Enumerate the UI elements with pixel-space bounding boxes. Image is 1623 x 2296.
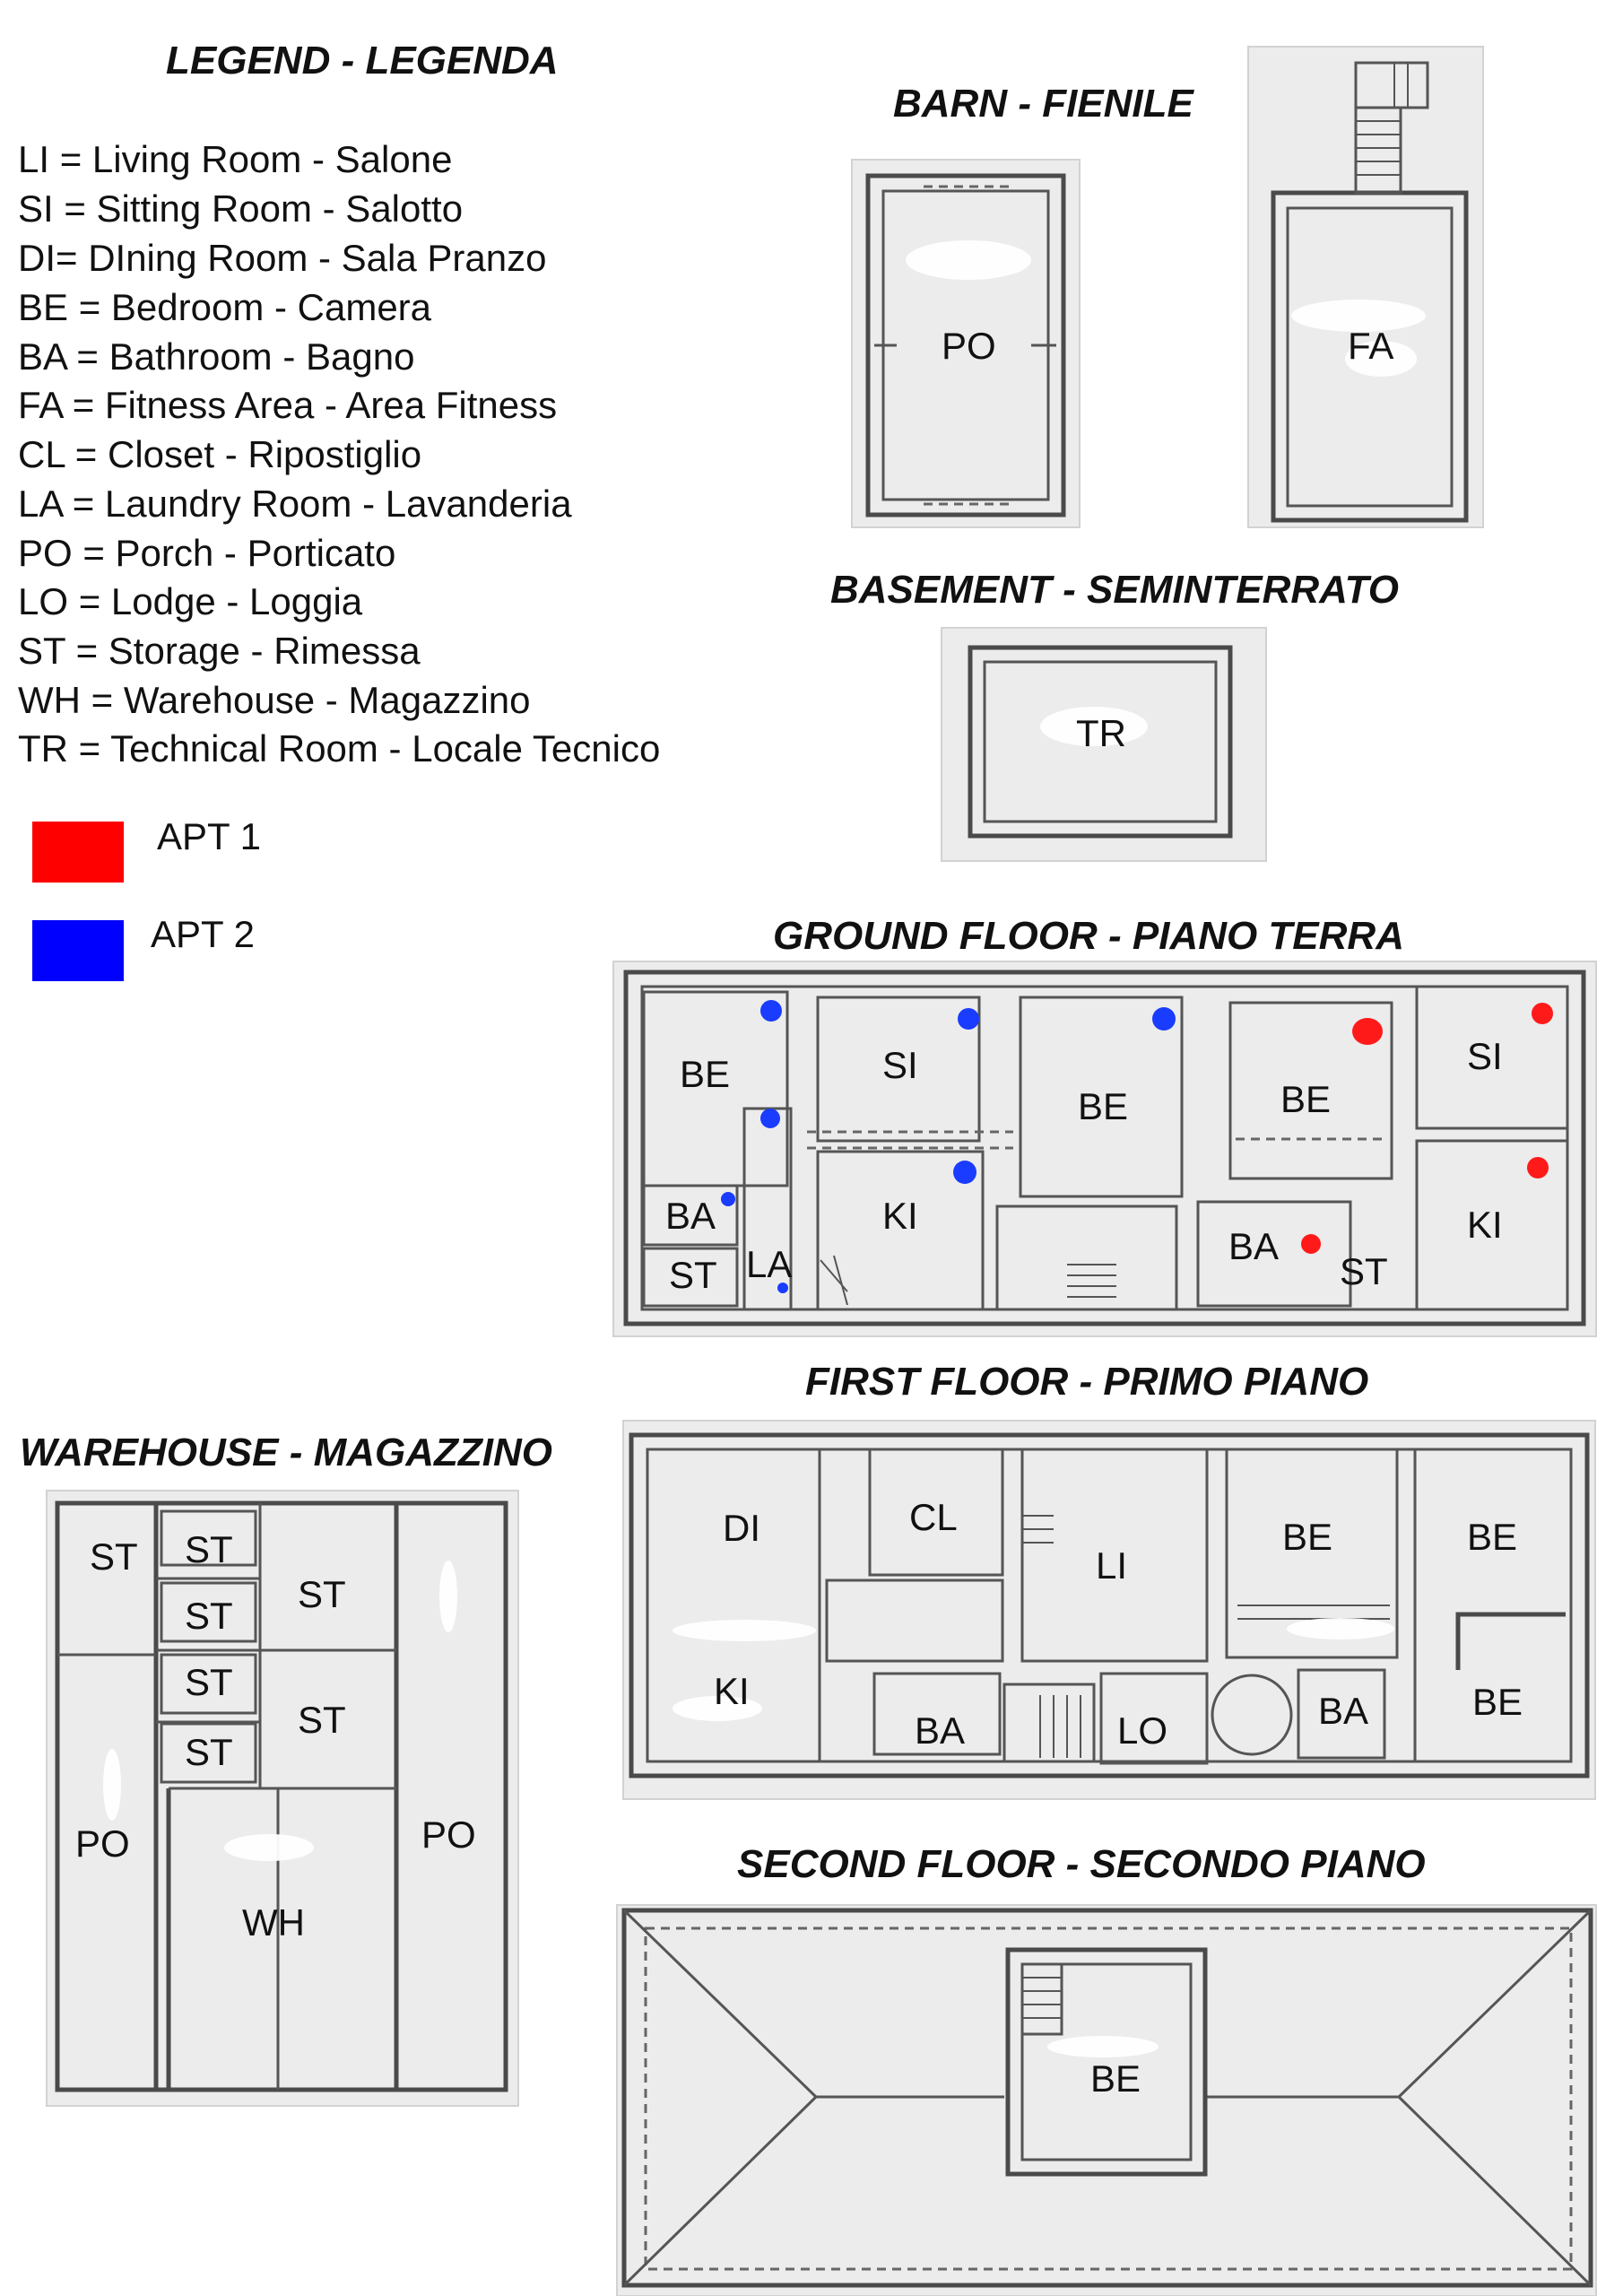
room-label: ST: [1340, 1250, 1388, 1292]
room-label: KI: [714, 1670, 750, 1712]
barn-fienile-sheet: [1247, 46, 1484, 528]
room-label: LO: [1117, 1709, 1167, 1752]
room-label: CL: [909, 1496, 958, 1538]
room-label: BE: [1282, 1516, 1332, 1558]
room-label: BE: [1472, 1681, 1523, 1723]
room-label: BE: [1467, 1516, 1517, 1558]
second-floor-bedroom-walls: [1005, 1947, 1208, 2177]
room-label: BE: [1078, 1085, 1128, 1127]
room-label: BA: [1228, 1225, 1279, 1267]
apt1-marker: [1301, 1234, 1321, 1254]
room-label: ST: [298, 1699, 346, 1741]
room-label: FA: [1348, 325, 1393, 367]
apt2-marker: [760, 1000, 782, 1022]
apt2-marker: [958, 1008, 979, 1030]
room-label: DI: [723, 1507, 760, 1549]
apt1-marker: [1527, 1157, 1549, 1178]
warehouse-outer-walls: [55, 1500, 508, 2092]
warehouse-plan: WAREHOUSE - MAGAZZINO ST ST ST ST ST ST …: [20, 1431, 552, 2107]
room-label: ST: [185, 1731, 233, 1773]
room-label: KI: [1467, 1204, 1503, 1246]
legend-item: ST = Storage - Rimessa: [18, 630, 421, 672]
legend-item: LA = Laundry Room - Lavanderia: [18, 483, 572, 525]
room-label: ST: [90, 1535, 138, 1578]
apt2-marker: [1152, 1007, 1176, 1031]
basement-title: BASEMENT - SEMINTERRATO: [830, 568, 1399, 612]
legend-item: TR = Technical Room - Locale Tecnico: [18, 727, 660, 770]
second-floor-plan: SECOND FLOOR - SECONDO PIANO BE: [616, 1842, 1597, 2296]
ground-floor-outer-walls: [623, 970, 1586, 1326]
room-label: BE: [1090, 2057, 1141, 2100]
legend-item: SI = Sitting Room - Salotto: [18, 187, 463, 230]
ground-floor-title: GROUND FLOOR - PIANO TERRA: [773, 914, 1404, 958]
barn-porch-sheet: [851, 159, 1081, 528]
warehouse-title: WAREHOUSE - MAGAZZINO: [20, 1431, 552, 1474]
apt1-label: APT 1: [157, 815, 261, 857]
apt2-marker: [777, 1283, 788, 1293]
apt1-color-swatch: [32, 822, 124, 883]
legend-item: BA = Bathroom - Bagno: [18, 335, 414, 378]
legend-item: DI= DIning Room - Sala Pranzo: [18, 237, 546, 279]
room-label: PO: [421, 1813, 476, 1856]
apt2-markers: [721, 1000, 1176, 1293]
legend-item: FA = Fitness Area - Area Fitness: [18, 384, 557, 426]
ground-floor-sheet: [612, 961, 1597, 1337]
barn-plan: BARN - FIENILE PO FA: [851, 46, 1484, 528]
room-label: ST: [298, 1573, 346, 1615]
room-label: BA: [1318, 1690, 1368, 1732]
legend-item: WH = Warehouse - Magazzino: [18, 679, 531, 721]
room-label: BA: [915, 1709, 965, 1752]
apt2-marker: [760, 1109, 780, 1128]
room-label: BA: [665, 1195, 716, 1237]
legend-item: BE = Bedroom - Camera: [18, 286, 432, 328]
legend: LEGEND - LEGENDA LI = Living Room - Salo…: [18, 39, 660, 981]
apt1-markers: [1301, 1003, 1553, 1254]
first-floor-title: FIRST FLOOR - PRIMO PIANO: [805, 1360, 1368, 1404]
apt1-marker: [1352, 1018, 1383, 1045]
room-label: ST: [185, 1661, 233, 1703]
apt2-marker: [953, 1161, 976, 1184]
room-label: BE: [1280, 1078, 1331, 1120]
barn-title: BARN - FIENILE: [893, 82, 1195, 126]
room-label: ST: [669, 1254, 717, 1296]
first-floor-sheet: [622, 1420, 1596, 1800]
room-label: WH: [242, 1901, 305, 1944]
room-label: PO: [942, 325, 996, 367]
room-label: ST: [185, 1595, 233, 1637]
room-label: LA: [746, 1243, 792, 1285]
apt2-label: APT 2: [151, 913, 255, 955]
ground-floor-plan: GROUND FLOOR - PIANO TERRA BE SI: [612, 914, 1597, 1337]
room-label: SI: [1467, 1035, 1503, 1077]
room-label: PO: [75, 1822, 130, 1865]
barn-porch-walls: [865, 173, 1066, 517]
legend-title: LEGEND - LEGENDA: [166, 39, 559, 83]
room-label: BE: [680, 1053, 730, 1095]
room-label: TR: [1076, 712, 1126, 754]
apt2-marker: [721, 1192, 735, 1206]
basement-plan: BASEMENT - SEMINTERRATO TR: [830, 568, 1399, 862]
legend-item: LI = Living Room - Salone: [18, 138, 452, 180]
legend-item: PO = Porch - Porticato: [18, 532, 395, 574]
first-floor-outer-walls: [629, 1432, 1590, 1779]
room-label: SI: [882, 1044, 918, 1086]
room-label: ST: [185, 1528, 233, 1570]
second-floor-title: SECOND FLOOR - SECONDO PIANO: [737, 1842, 1426, 1886]
room-label: KI: [882, 1195, 918, 1237]
apt1-marker: [1532, 1003, 1553, 1024]
apt2-color-swatch: [32, 920, 124, 981]
room-label: LI: [1096, 1544, 1127, 1587]
first-floor-plan: FIRST FLOOR - PRIMO PIANO DI: [622, 1360, 1596, 1800]
basement-walls: [968, 645, 1233, 839]
legend-item: LO = Lodge - Loggia: [18, 580, 363, 622]
legend-item: CL = Closet - Ripostiglio: [18, 433, 421, 475]
